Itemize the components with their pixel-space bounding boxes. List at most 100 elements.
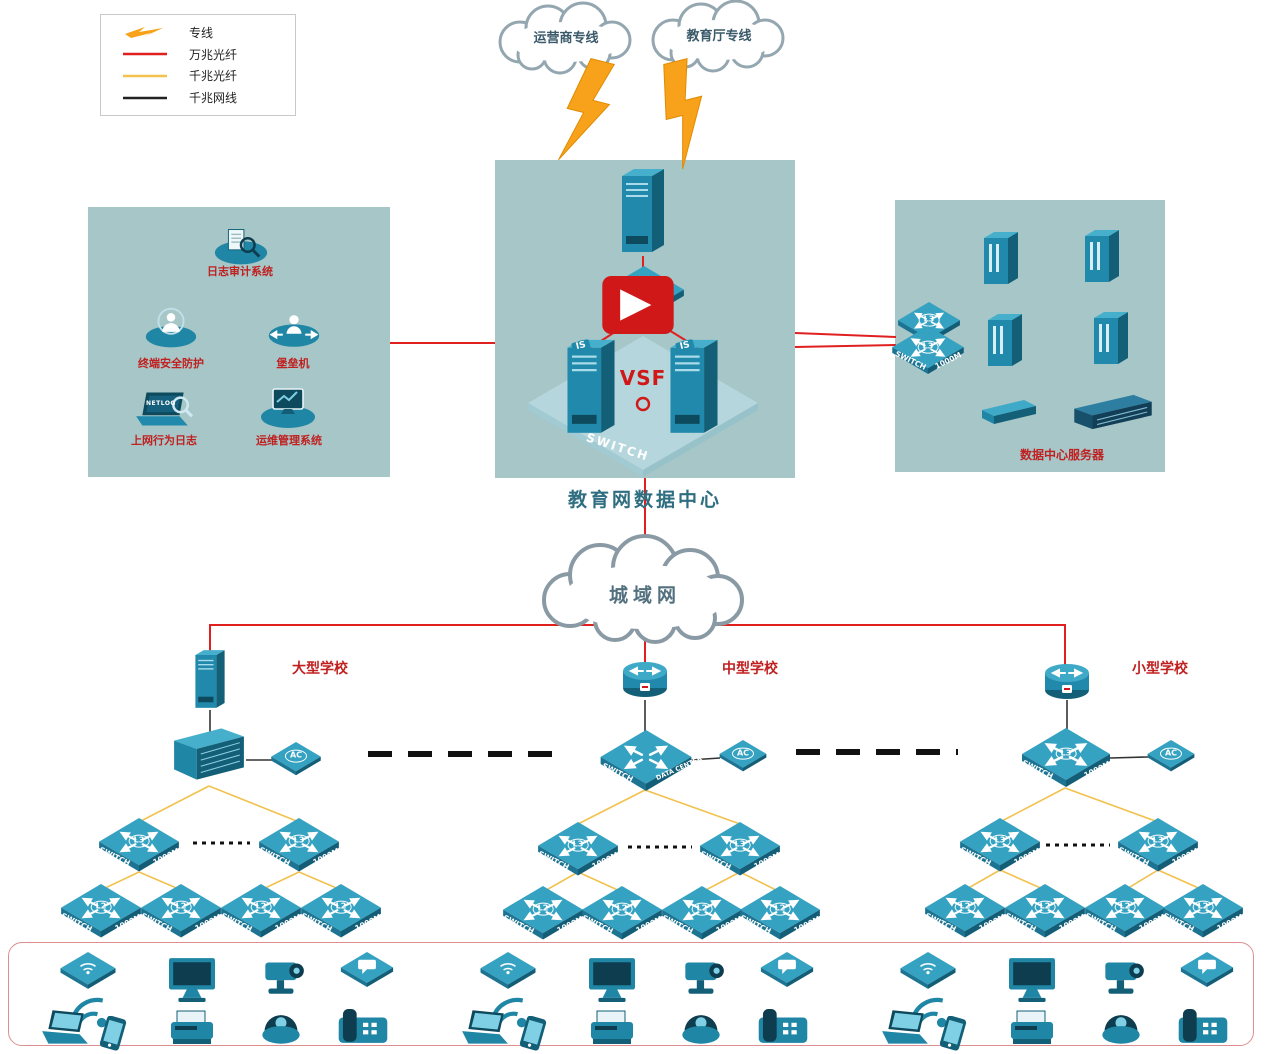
small-school-label: 小型学校	[1132, 661, 1188, 677]
l3-badge: L3	[288, 834, 310, 848]
netlog-icon	[134, 390, 194, 428]
l2-badge: L2	[611, 902, 633, 916]
small-school-router	[1044, 663, 1090, 700]
wifi-ap	[900, 952, 956, 992]
large-school-ac: AC	[270, 742, 322, 778]
laptop	[882, 1010, 928, 1044]
l2-badge: L2	[769, 902, 791, 916]
l2-switch: L2 SWITCH 1000M	[1081, 884, 1169, 942]
server-box	[1094, 312, 1128, 364]
dome-camera	[1102, 1015, 1140, 1044]
desktop-monitor	[169, 958, 215, 1002]
l3-badge: L3	[918, 313, 940, 327]
legend-label: 万兆光纤	[189, 47, 238, 62]
l3-badge: L3	[128, 834, 150, 848]
dome-camera	[682, 1015, 720, 1044]
log-audit-label: 日志审计系统	[207, 265, 273, 278]
terminal-protect-icon	[144, 307, 198, 349]
legend-label: 千兆光纤	[189, 69, 238, 84]
desk-phone	[1178, 1009, 1228, 1043]
datacenter-title: 教育网数据中心	[567, 490, 723, 511]
legend-label: 专线	[189, 25, 214, 40]
l2-switch: L2 SWITCH 1000M	[578, 886, 666, 944]
dc-switch-lower: L3 SWITCH 1000M	[892, 326, 964, 378]
netlog-device-label: NETLOG	[146, 400, 176, 407]
wifi-ap	[60, 952, 116, 992]
dome-camera	[262, 1015, 300, 1044]
ac-badge: AC	[1159, 747, 1183, 760]
ptz-camera	[265, 962, 304, 994]
l3-badge: L3	[1147, 834, 1169, 848]
l2-switch: L2 SWITCH 1000M	[57, 884, 145, 942]
red-line-icon	[123, 52, 167, 56]
voip-gateway	[760, 952, 814, 990]
l2-badge: L2	[1034, 900, 1056, 914]
medium-school-label: 中型学校	[722, 661, 778, 677]
printer	[590, 1010, 634, 1045]
voip-gateway	[1180, 952, 1234, 990]
wifi-ap	[480, 952, 536, 992]
l3-badge: L3	[1055, 747, 1077, 760]
l2-switch: L2 SWITCH 1000M	[658, 886, 746, 944]
l3-switch: L3 SWITCH 1000M	[956, 818, 1044, 876]
man-cloud-label: 城域网	[608, 584, 682, 607]
server-box	[988, 314, 1022, 366]
legend-row-10g: 万兆光纤	[111, 46, 285, 63]
legend: 专线 万兆光纤 千兆光纤 千兆网线	[100, 14, 296, 116]
l2-switch: L2 SWITCH 1000M	[736, 886, 824, 944]
ips-device: IPS	[602, 266, 685, 334]
l2-switch: L2 SWITCH 1000M	[137, 884, 225, 942]
l2-switch: L2 SWITCH 1000M	[217, 884, 305, 942]
l2-badge: L2	[330, 900, 352, 914]
lightning-bolts	[558, 57, 703, 170]
small-school-core-switch: L3 SWITCH 1000M	[1018, 728, 1114, 792]
medium-school-router	[622, 661, 668, 698]
dc-switch-upper: L3	[898, 302, 960, 347]
small-school-ac: AC	[1146, 740, 1196, 774]
large-school-core	[173, 727, 245, 781]
large-school-label: 大型学校	[292, 661, 348, 677]
l2-switch: L2 SWITCH 1000M	[499, 886, 587, 944]
l2-badge: L2	[90, 900, 112, 914]
endpoint-devices-box	[8, 942, 1254, 1046]
vsf-server-1	[566, 338, 616, 434]
legend-row-1g-copper: 千兆网线	[111, 89, 285, 106]
l2-badge: L2	[170, 900, 192, 914]
isp-cloud-label: 运营商专线	[533, 31, 599, 46]
l3-badge: L3	[989, 834, 1011, 848]
bastion-icon	[267, 314, 321, 348]
l2-badge: L2	[532, 902, 554, 916]
large-school-server	[194, 649, 226, 709]
smartphone	[939, 1016, 967, 1052]
l2-switch: L2 SWITCH 1000M	[921, 884, 1009, 942]
medium-school-core-switch: SWITCH DATA CENTER	[598, 730, 703, 796]
black-line-icon	[123, 96, 167, 99]
ac-badge: AC	[731, 747, 755, 760]
laptop	[42, 1010, 88, 1044]
desktop-monitor	[589, 958, 635, 1002]
laptop	[462, 1010, 508, 1044]
l3-badge: L3	[917, 340, 939, 354]
legend-label: 千兆网线	[189, 91, 238, 106]
legend-row-1g-fiber: 千兆光纤	[111, 67, 285, 84]
yellow-line-icon	[123, 74, 167, 78]
ops-mgmt-label: 运维管理系统	[256, 434, 322, 447]
log-audit-icon	[213, 228, 269, 266]
desktop-monitor	[1009, 958, 1055, 1002]
l2-switch: L2 SWITCH 1000M	[1159, 884, 1247, 942]
core-firewall	[621, 168, 665, 253]
l2-switch: L2 SWITCH 1000M	[1001, 884, 1089, 942]
smartphone	[519, 1016, 547, 1052]
arrow-icon	[602, 276, 674, 334]
voip-gateway	[340, 952, 394, 990]
l3-switch: L3 SWITCH 1000M	[255, 818, 343, 876]
ac-badge: AC	[284, 749, 308, 763]
l2-badge: L2	[691, 902, 713, 916]
storage-nas	[982, 400, 1036, 424]
ptz-camera	[1105, 962, 1144, 994]
printer	[1010, 1010, 1054, 1045]
l2-badge: L2	[1114, 900, 1136, 914]
l3-switch: L3 SWITCH 1000M	[1114, 818, 1202, 876]
vsf-label: VSF	[619, 366, 667, 390]
